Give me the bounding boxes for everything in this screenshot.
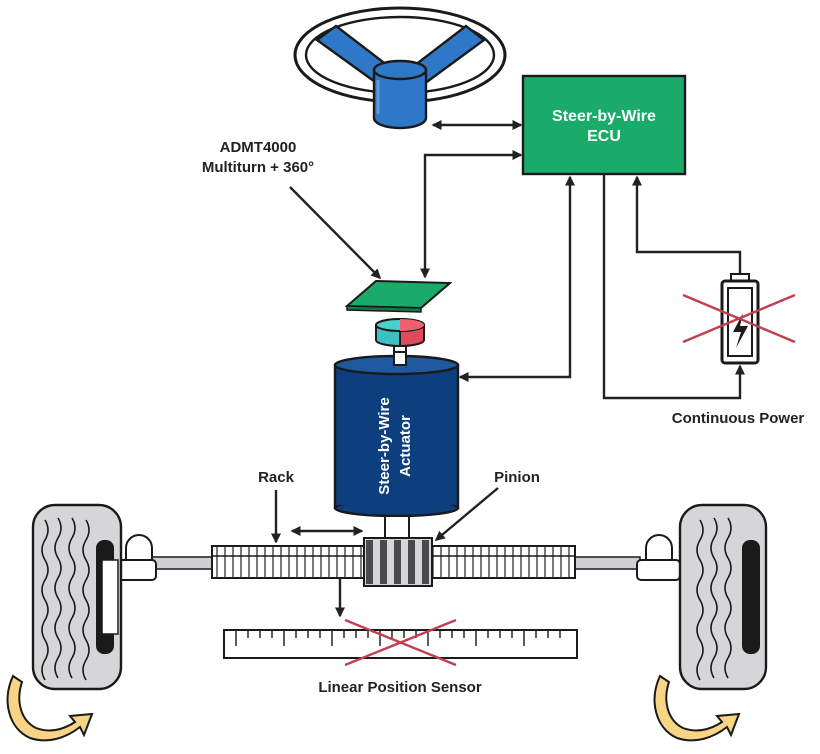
left-joint xyxy=(115,534,157,581)
sensor-label-line1: ADMT4000 xyxy=(220,139,297,156)
right-tie-rod xyxy=(574,556,641,570)
ecu-box: Steer-by-Wire ECU xyxy=(521,74,687,176)
linear-sensor-cross-icon xyxy=(344,618,457,667)
battery-icon xyxy=(720,273,760,365)
left-tire-icon xyxy=(31,503,123,691)
pinion-gear xyxy=(363,537,433,587)
ecu-label-line2: ECU xyxy=(587,128,621,145)
pinion-pointer-arrow xyxy=(434,487,499,541)
sensor-pointer-arrow xyxy=(289,186,382,280)
sensor-label-line2: Multiturn + 360° xyxy=(202,159,314,176)
right-rotation-arrow-icon xyxy=(653,674,741,742)
actuator-shaft xyxy=(384,515,410,541)
continuous-power-label: Continuous Power xyxy=(672,410,805,427)
actuator-label-line2: Actuator xyxy=(397,415,414,477)
right-tire-icon xyxy=(678,503,768,691)
battery-cross-icon xyxy=(682,293,796,344)
pinion-label: Pinion xyxy=(494,469,540,486)
steering-wheel-icon xyxy=(293,6,507,130)
linear-position-sensor-scale xyxy=(223,629,578,659)
actuator-label-line1: Steer-by-Wire xyxy=(376,397,393,494)
ecu-label-line1: Steer-by-Wire xyxy=(552,108,656,125)
admt4000-sensor-board xyxy=(344,279,453,313)
left-rotation-arrow-icon xyxy=(6,674,94,742)
actuator-ecu-arrow xyxy=(458,175,575,382)
ecu-sensor-arrow xyxy=(420,150,523,279)
rack-label: Rack xyxy=(258,469,295,486)
linear-position-sensor-label: Linear Position Sensor xyxy=(318,679,482,696)
right-joint xyxy=(636,534,681,581)
steer-by-wire-actuator: Steer-by-Wire Actuator xyxy=(333,351,460,518)
left-tie-rod xyxy=(149,556,213,570)
power-loop-line xyxy=(602,174,745,400)
battery-ecu-arrow xyxy=(632,175,742,274)
